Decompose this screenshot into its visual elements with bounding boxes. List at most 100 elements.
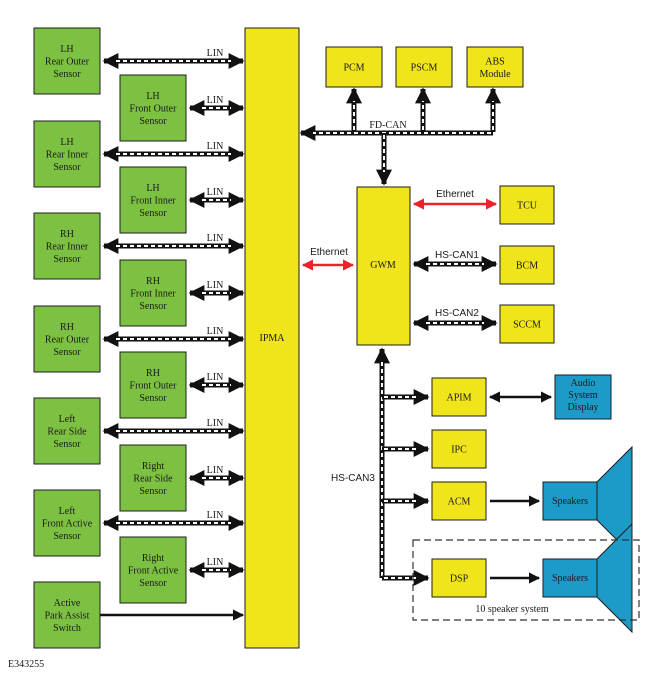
pscm-label-line: PSCM [411,63,438,74]
rh-rear-inner-label-line: RH [60,229,74,240]
rh-front-outer-label-line: RH [146,368,160,379]
right-rear-side-lin-label: LIN [207,465,224,476]
left-rear-side-lin-label: LIN [207,418,224,429]
rh-rear-outer-lin-label: LIN [207,326,224,337]
audio-display-label-line: Display [567,402,598,413]
rh-rear-inner-label-line: Sensor [53,254,81,265]
lh-rear-inner-module [33,120,101,188]
left-front-active-lin-label: LIN [207,510,224,521]
left-front-active-label-line: Left [59,506,76,517]
gwm-label: GWM [370,260,396,271]
acm-module [431,481,487,521]
tcu-label-line: TCU [517,201,538,212]
right-front-active-label-line: Front Active [128,566,179,577]
left-rear-side-module [33,397,101,465]
rh-rear-outer-module [33,305,101,373]
lh-rear-inner-label-line: LH [60,137,73,148]
lh-front-inner-label-line: Sensor [139,208,167,219]
rh-rear-outer-label-line: Rear Outer [45,335,90,346]
rh-front-outer-label-line: Front Outer [130,381,178,392]
ipma-module [244,27,300,649]
hs-can1-label: HS-CAN1 [435,250,479,261]
rh-front-outer-label-line: Sensor [139,393,167,404]
lh-rear-outer-lin-label: LIN [207,48,224,59]
rh-rear-outer-label-line: Sensor [53,347,81,358]
audio-display-label-line: Audio [571,378,596,389]
dsp-speakers-label: Speakers [552,573,588,584]
rh-front-inner-label-line: RH [146,276,160,287]
bcm-label-line: BCM [516,261,538,272]
rh-front-outer-lin-label: LIN [207,372,224,383]
lh-front-outer-label-line: Sensor [139,116,167,127]
ipc-module [431,429,487,469]
rh-rear-outer-label-line: RH [60,322,74,333]
acm-speakers [542,481,598,521]
hs-can2-label: HS-CAN2 [435,308,479,319]
lh-front-inner-label-line: Front Inner [130,196,176,207]
rh-rear-inner-label-line: Rear Inner [46,242,89,253]
apim-label-line: APIM [446,393,471,404]
acm-speakers-label: Speakers [552,496,588,507]
lh-rear-inner-lin-label: LIN [207,141,224,152]
lh-front-inner-label-line: LH [146,183,159,194]
park-assist-switch-module [33,581,101,649]
rh-rear-inner-lin-label: LIN [207,233,224,244]
ipma-label: IPMA [259,333,285,344]
speaker-system-enclosure [412,539,640,621]
right-rear-side-label-line: Sensor [139,486,167,497]
ethernet-ipma-label: Ethernet [310,247,348,258]
rh-rear-inner-module [33,212,101,280]
pcm-label-line: PCM [343,63,364,74]
audio-system-display-module [554,374,612,420]
bcm-module [499,245,555,285]
left-rear-side-label-line: Left [59,414,76,425]
lh-front-outer-lin-label: LIN [207,95,224,106]
pcm-module [325,46,383,88]
right-front-active-label-line: Right [142,553,164,564]
acm-label-line: ACM [448,497,471,508]
sccm-module [499,304,555,344]
lh-rear-outer-label-line: Sensor [53,69,81,80]
abs-label-line: ABS [485,56,504,67]
rh-front-inner-lin-label: LIN [207,280,224,291]
left-front-active-label-line: Front Active [42,519,93,530]
rh-front-inner-module [119,259,187,327]
lh-front-inner-lin-label: LIN [207,187,224,198]
ethernet-tcu-label: Ethernet [436,189,474,200]
gwm-module [356,186,411,346]
apim-module [431,377,487,417]
dsp-label-line: DSP [450,574,469,585]
lh-front-inner-module [119,166,187,234]
figure-id: E343255 [8,659,44,670]
park-assist-switch-label-line: Active [54,598,81,609]
right-rear-side-label-line: Rear Side [133,474,173,485]
dsp-module [431,558,487,598]
right-rear-side-module [119,444,187,512]
rh-front-inner-label-line: Front Inner [130,289,176,300]
lh-rear-outer-label-line: Rear Outer [45,57,90,68]
left-front-active-label-line: Sensor [53,531,81,542]
park-assist-switch-label-line: Park Assist [45,611,90,622]
speaker-system-label: 10 speaker system [475,604,549,615]
abs-module [466,46,524,88]
lh-front-outer-module [119,74,187,142]
abs-label-line: Module [479,69,511,80]
pscm-module [395,46,453,88]
right-rear-side-label-line: Right [142,461,164,472]
lh-front-outer-label-line: Front Outer [130,104,178,115]
right-front-active-label-line: Sensor [139,578,167,589]
fd-can-label: FD-CAN [369,120,406,131]
right-front-active-module [119,536,187,604]
tcu-module [499,185,555,225]
audio-display-label-line: System [568,390,598,401]
dsp-speakers-cone [596,522,633,634]
park-assist-switch-label-line: Switch [53,623,81,634]
hs-can3-label: HS-CAN3 [331,473,375,484]
lh-rear-inner-label-line: Rear Inner [46,150,89,161]
lh-rear-outer-label-line: LH [60,44,73,55]
lh-rear-inner-label-line: Sensor [53,162,81,173]
right-front-active-lin-label: LIN [207,557,224,568]
lh-front-outer-label-line: LH [146,91,159,102]
left-rear-side-label-line: Rear Side [47,427,87,438]
